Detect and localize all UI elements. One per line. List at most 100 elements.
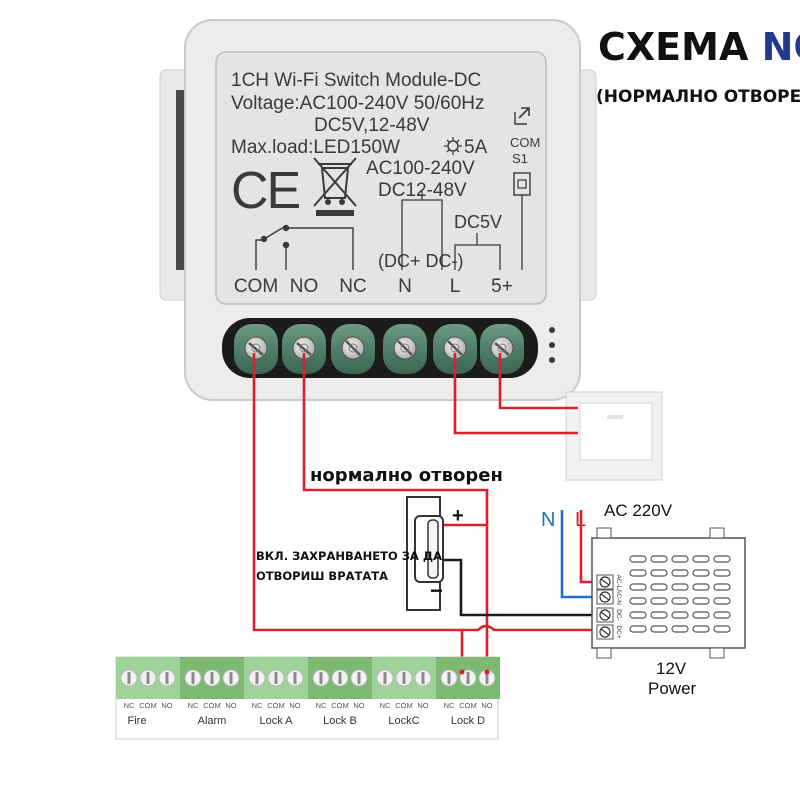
relay-symbol [255, 224, 354, 270]
vent-slot [692, 625, 710, 633]
wire-5v-to-switch [498, 353, 578, 410]
psu-pin-label: AC-L [615, 575, 622, 590]
terminal-screw [480, 324, 524, 374]
electric-lock: + − [406, 496, 464, 611]
sun-icon [444, 137, 462, 155]
psu-vents [629, 555, 731, 633]
status-dot [549, 357, 555, 363]
controller-pin-label: COM [459, 701, 477, 710]
wires [252, 353, 598, 672]
wire-endpoint [484, 669, 490, 675]
wall-switch [565, 391, 663, 481]
controller-group-label: Alarm [198, 715, 227, 727]
external-arrow-icon [514, 107, 530, 125]
vent-slot [692, 569, 710, 577]
vent-slot [671, 555, 689, 563]
terminal-label-nc: NC [339, 276, 366, 297]
module-max-load: Max.load:LED150W [231, 137, 400, 158]
vent-slot [692, 583, 710, 591]
wire-ac-n [560, 510, 598, 599]
module-left-slot [176, 90, 186, 270]
module-dc-voltage: DC5V,12-48V [314, 115, 430, 136]
terminal-screw [234, 324, 278, 374]
controller-group-lock-d: NC COM NO Lock D [436, 657, 500, 727]
vent-slot [713, 555, 731, 563]
switch-module: 1CH Wi-Fi Switch Module-DC Voltage:AC100… [159, 19, 597, 401]
module-title: 1CH Wi-Fi Switch Module-DC [231, 70, 481, 91]
controller-group-label: Lock A [259, 715, 293, 727]
terminal-label-no: NO [290, 276, 319, 297]
vent-slot [713, 583, 731, 591]
wire-lock-minus [438, 558, 596, 617]
schema-subtitle: (НОРМАЛНО ОТВОРЕН) [596, 87, 800, 107]
controller-pin-label: NO [289, 701, 300, 710]
vent-slot [650, 583, 668, 591]
vent-slot [671, 583, 689, 591]
psu-terminal: AC-N [596, 589, 622, 605]
psu-pin-label: AC-N [615, 589, 622, 605]
module-s1-label: S1 [512, 151, 528, 166]
lock-minus-sign: − [430, 578, 443, 603]
schema-title: СХЕМА NO [598, 25, 800, 69]
module-voltage: Voltage:AC100-240V 50/60Hz [231, 93, 485, 114]
controller-pin-label: COM [267, 701, 285, 710]
dc-input-bracket [401, 190, 443, 270]
controller-pin-label: NO [353, 701, 364, 710]
controller-pin-label: NC [316, 701, 327, 710]
lock-plus-sign: + [452, 505, 464, 527]
vent-slot [671, 625, 689, 633]
terminal-screw [331, 324, 375, 374]
weee-bin-icon [313, 157, 357, 216]
controller-pin-label: NC [444, 701, 455, 710]
wire-com [252, 353, 596, 632]
vent-slot [629, 625, 647, 633]
controller-pin-label: COM [395, 701, 413, 710]
vent-slot [692, 597, 710, 605]
terminal-label-n: N [398, 276, 412, 297]
controller-group-label: LockC [388, 715, 419, 727]
module-ac-range: AC100-240V [366, 158, 475, 179]
ac-220v-label: AC 220V [604, 501, 673, 520]
terminal-screws [234, 324, 524, 374]
controller-pin-label: NC [124, 701, 135, 710]
neutral-label: N [541, 509, 555, 531]
module-com-label: COM [510, 135, 540, 150]
vent-slot [692, 555, 710, 563]
module-label-panel [215, 51, 547, 305]
controller-pin-label: COM [203, 701, 221, 710]
psu-terminals: AC-LAC-N DC- DC+ [596, 574, 622, 640]
terminal-screw [282, 324, 326, 374]
vent-slot [650, 611, 668, 619]
controller-group-label: Lock D [451, 715, 485, 727]
vent-slot [629, 597, 647, 605]
psu-terminal: DC+ [596, 624, 622, 640]
vent-slot [671, 611, 689, 619]
psu-pin-label: DC- [615, 609, 622, 621]
psu-pin-label: DC+ [615, 625, 622, 638]
controller-pin-label: NC [252, 701, 263, 710]
live-label: L [575, 509, 586, 531]
psu-terminal: DC- [596, 607, 622, 623]
vent-slot [650, 569, 668, 577]
vent-slot [713, 569, 731, 577]
vent-slot [650, 597, 668, 605]
psu-caption-power: Power [648, 679, 697, 698]
vent-slot [629, 555, 647, 563]
wall-switch-rocker [579, 402, 653, 461]
controller-pin-label: NO [481, 701, 492, 710]
power-supply: AC 220V N L AC-LAC-N DC- DC+ 12V Power [541, 501, 746, 698]
module-sun-rating: 5A [464, 137, 488, 158]
psu-caption-voltage: 12V [656, 659, 687, 678]
vent-slot [629, 583, 647, 591]
vent-slot [713, 625, 731, 633]
ce-mark: CE [231, 162, 300, 220]
controller-group-label: Fire [128, 715, 147, 727]
controller-group-lock-a: NC COM NO Lock A [244, 657, 308, 727]
terminal-label-5plus: 5+ [491, 276, 513, 297]
